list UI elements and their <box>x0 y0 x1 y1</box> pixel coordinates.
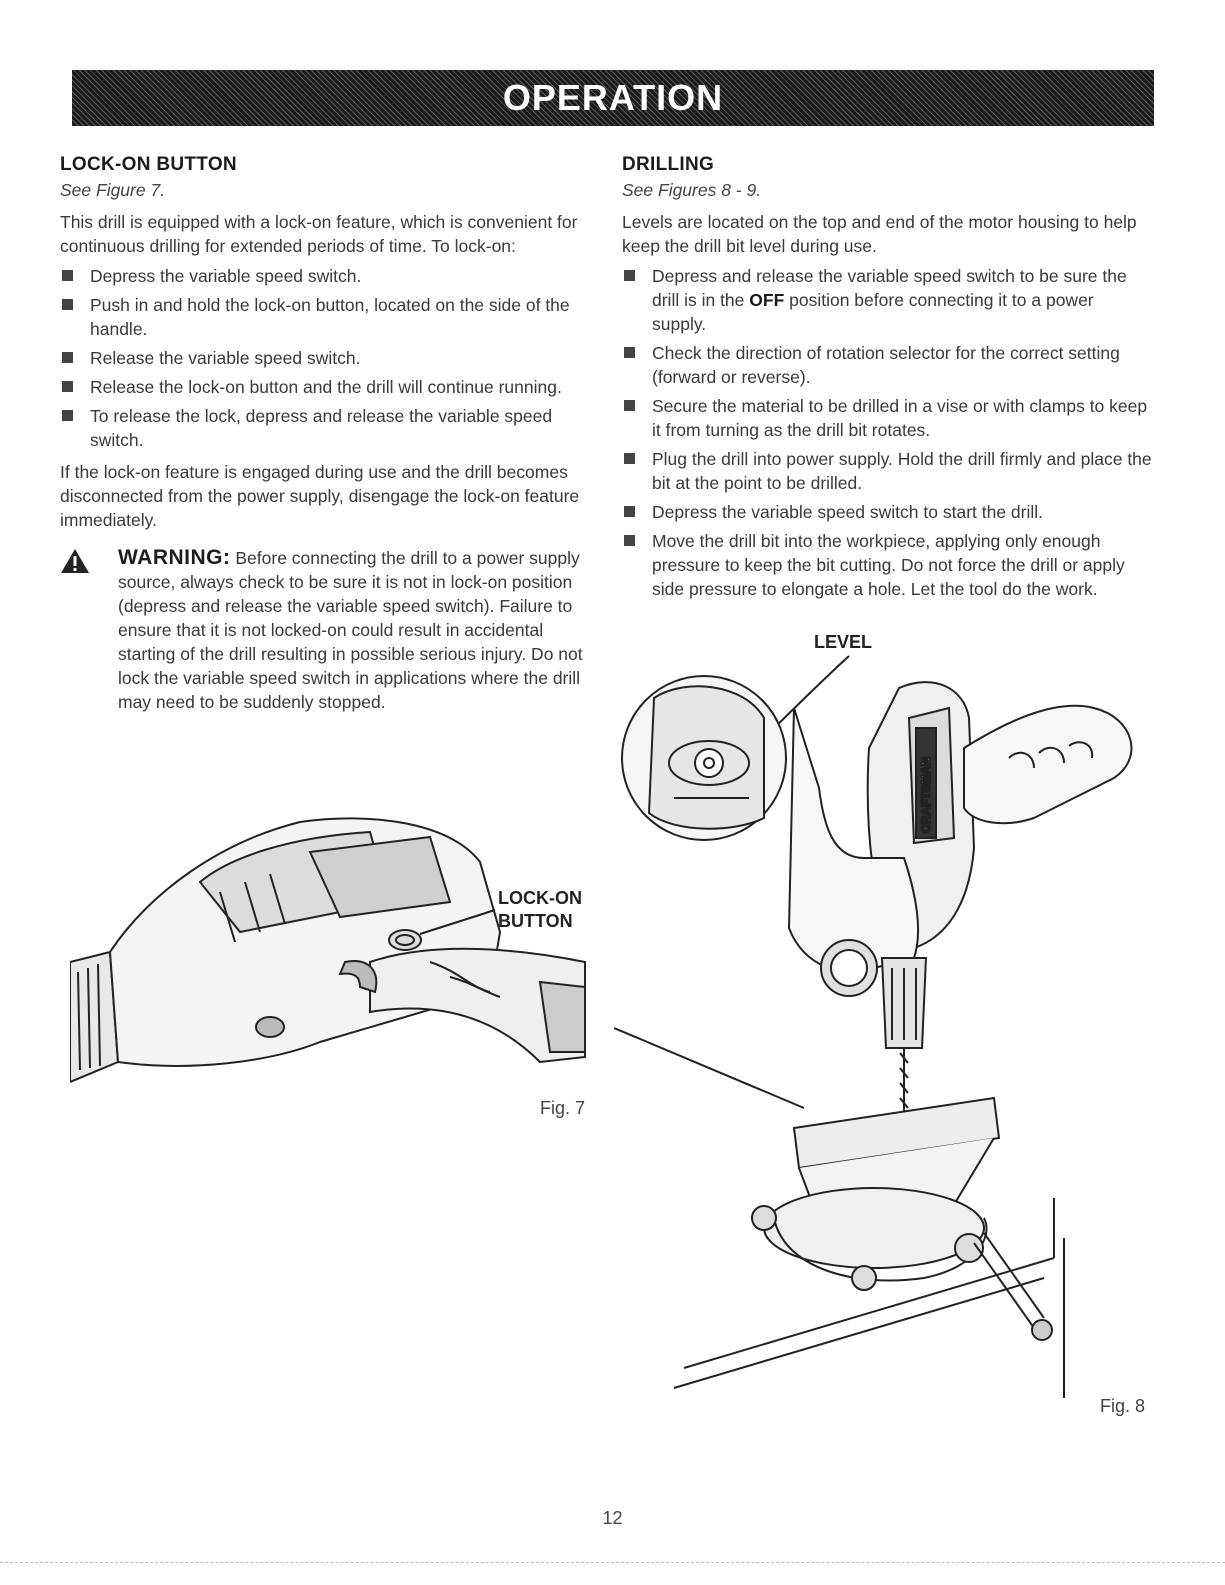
bullet-square-icon <box>624 453 635 464</box>
warning-block: WARNING: Before connecting the drill to … <box>60 546 590 714</box>
page-bottom-border <box>0 1562 1225 1564</box>
bullet-square-icon <box>62 299 73 310</box>
list-item: To release the lock, depress and release… <box>60 404 590 452</box>
list-item: Depress the variable speed switch to sta… <box>622 500 1152 524</box>
list-item: Depress and release the variable speed s… <box>622 264 1152 336</box>
bullet-square-icon <box>62 352 73 363</box>
lock-on-section: LOCK-ON BUTTON See Figure 7. This drill … <box>60 152 590 714</box>
warning-text: Before connecting the drill to a power s… <box>118 548 583 712</box>
drilling-figure-ref: See Figures 8 - 9. <box>622 180 762 200</box>
brand-label: CRAFTSMAN <box>919 757 933 833</box>
lock-on-figure-ref: See Figure 7. <box>60 180 166 200</box>
bullet-square-icon <box>624 506 635 517</box>
drilling-intro: Levels are located on the top and end of… <box>622 212 1137 256</box>
list-item: Push in and hold the lock-on button, loc… <box>60 293 590 341</box>
drilling-section: DRILLING See Figures 8 - 9. Levels are l… <box>622 152 1152 609</box>
bullet-square-icon <box>624 270 635 281</box>
lock-on-intro: This drill is equipped with a lock-on fe… <box>60 212 578 256</box>
warning-triangle-icon <box>61 549 89 573</box>
list-item: Plug the drill into power supply. Hold t… <box>622 447 1152 495</box>
figure-8-drilling-illustration: LEVEL CRAFTSMAN <box>614 632 1133 1398</box>
lock-on-label-line2: BUTTON <box>498 911 573 931</box>
bullet-square-icon <box>624 535 635 546</box>
drilling-steps: Depress and release the variable speed s… <box>622 264 1152 601</box>
lock-on-note: If the lock-on feature is engaged during… <box>60 462 580 530</box>
bullet-square-icon <box>62 381 73 392</box>
section-title: OPERATION <box>502 77 724 118</box>
figure-8-caption: Fig. 8 <box>1100 1396 1146 1416</box>
lock-on-heading: LOCK-ON BUTTON <box>60 154 237 175</box>
bullet-square-icon <box>62 410 73 421</box>
figure-7-caption: Fig. 7 <box>540 1098 586 1118</box>
warning-label: WARNING: <box>118 546 231 569</box>
list-item: Depress the variable speed switch. <box>60 264 590 288</box>
bullet-square-icon <box>624 400 635 411</box>
list-item: Check the direction of rotation selector… <box>622 341 1152 389</box>
bullet-square-icon <box>624 347 635 358</box>
figure-7-drill-illustration: LOCK-ON BUTTON <box>70 817 586 1084</box>
list-item: Release the lock-on button and the drill… <box>60 375 590 399</box>
list-item: Move the drill bit into the workpiece, a… <box>622 529 1152 601</box>
lock-on-steps: Depress the variable speed switch. Push … <box>60 264 590 452</box>
bullet-square-icon <box>62 270 73 281</box>
section-banner: OPERATION <box>72 70 1154 126</box>
lock-on-label-line1: LOCK-ON <box>498 888 582 908</box>
page-number: 12 <box>602 1508 623 1528</box>
list-item: Release the variable speed switch. <box>60 346 590 370</box>
list-item: Secure the material to be drilled in a v… <box>622 394 1152 442</box>
drilling-heading: DRILLING <box>622 154 715 175</box>
level-label: LEVEL <box>814 632 872 652</box>
